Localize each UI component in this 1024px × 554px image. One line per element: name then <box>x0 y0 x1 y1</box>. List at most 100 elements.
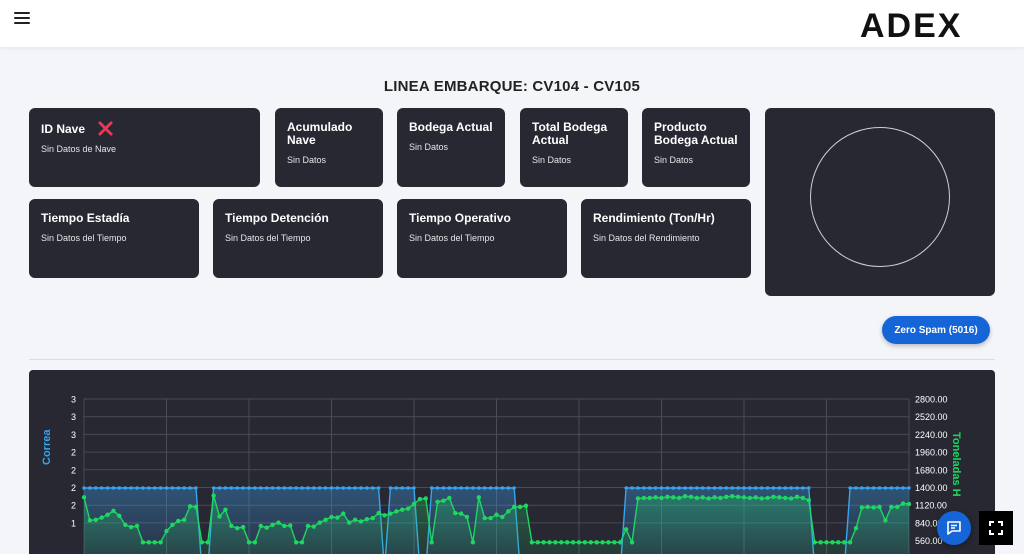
card-subtitle: Sin Datos <box>532 155 572 165</box>
data-point <box>217 514 222 519</box>
hamburger-menu-icon[interactable] <box>14 12 30 26</box>
card-acumulado-nave: Acumulado Nave Sin Datos <box>275 108 383 187</box>
data-point <box>329 486 334 490</box>
data-point <box>830 540 835 545</box>
card-title: Tiempo Detención <box>225 211 329 225</box>
data-point <box>471 486 475 490</box>
right-tick-label: 2520.00 <box>915 412 948 422</box>
data-point <box>270 486 275 490</box>
right-tick-label: 1960.00 <box>915 448 948 458</box>
data-point <box>901 486 905 490</box>
data-point <box>706 496 711 501</box>
left-tick-label: 1 <box>71 518 76 528</box>
data-point <box>282 486 287 490</box>
data-point <box>806 497 812 503</box>
data-point <box>795 486 799 490</box>
gauge-ring <box>810 127 950 267</box>
data-point <box>164 528 169 534</box>
data-point <box>194 486 198 490</box>
data-point <box>235 486 239 490</box>
card-tiempo-detencion: Tiempo Detención Sin Datos del Tiempo <box>213 199 383 278</box>
data-point <box>629 540 635 545</box>
data-point <box>630 486 634 490</box>
data-point <box>293 540 299 545</box>
data-point <box>506 486 510 490</box>
left-tick-label: 3 <box>71 395 76 405</box>
data-point <box>765 486 770 490</box>
data-point <box>253 486 257 490</box>
data-point <box>188 486 192 490</box>
data-point <box>553 540 558 545</box>
data-point <box>117 486 122 490</box>
data-point <box>305 523 311 529</box>
data-point <box>423 496 428 501</box>
data-point <box>241 486 245 490</box>
data-point <box>688 494 694 499</box>
card-title: Producto Bodega Actual <box>654 120 738 147</box>
left-tick-label: 2 <box>71 501 76 511</box>
data-point <box>400 486 404 490</box>
data-point <box>300 486 304 490</box>
data-point <box>429 486 434 490</box>
zero-spam-button[interactable]: Zero Spam (5016) <box>882 316 990 344</box>
data-point <box>712 486 717 490</box>
data-point <box>694 495 700 501</box>
data-point <box>158 486 163 490</box>
data-point <box>671 495 676 500</box>
data-point <box>570 540 576 545</box>
data-point <box>771 486 776 490</box>
data-point <box>276 520 281 525</box>
data-point <box>665 486 670 490</box>
data-point <box>511 504 517 510</box>
data-point <box>453 486 457 490</box>
data-point <box>447 486 452 490</box>
data-point <box>895 504 900 510</box>
data-point <box>794 494 800 499</box>
data-point <box>759 496 764 501</box>
data-point <box>676 495 682 501</box>
data-point <box>187 504 193 509</box>
data-point <box>129 486 133 490</box>
card-bodega-actual: Bodega Actual Sin Datos <box>397 108 505 187</box>
card-rendimiento: Rendimiento (Ton/Hr) Sin Datos del Rendi… <box>581 199 751 278</box>
data-point <box>877 486 882 490</box>
card-id-nave: ID Nave Sin Datos de Nave <box>29 108 260 187</box>
data-point <box>288 486 292 490</box>
data-point <box>141 486 145 490</box>
card-title: ID Nave <box>41 121 248 136</box>
data-point <box>576 540 582 545</box>
card-subtitle: Sin Datos del Tiempo <box>409 233 495 243</box>
data-point <box>695 486 699 490</box>
data-point <box>153 486 157 490</box>
data-point <box>547 540 552 545</box>
data-point <box>447 495 452 501</box>
fullscreen-button[interactable] <box>979 511 1013 545</box>
data-point <box>718 495 723 501</box>
left-tick-label: 2 <box>71 465 76 475</box>
line-chart[interactable]: 333222212800.002520.002240.001960.001680… <box>29 370 995 554</box>
data-point <box>476 495 482 500</box>
data-point <box>388 511 393 516</box>
data-point <box>800 495 806 501</box>
data-point <box>482 515 487 521</box>
data-point <box>199 540 205 545</box>
data-point <box>146 540 152 545</box>
right-tick-label: 1400.00 <box>915 483 948 493</box>
data-point <box>458 511 464 516</box>
data-point <box>94 486 98 490</box>
card-tiempo-estadia: Tiempo Estadía Sin Datos del Tiempo <box>29 199 199 278</box>
data-point <box>111 486 116 490</box>
close-x-icon[interactable] <box>98 121 113 136</box>
data-point <box>176 518 181 524</box>
data-point <box>464 514 470 520</box>
data-point <box>288 523 293 528</box>
data-point <box>724 486 729 490</box>
data-point <box>648 486 652 490</box>
data-point <box>730 494 735 499</box>
chat-button[interactable] <box>937 511 971 545</box>
data-point <box>653 486 658 490</box>
data-point <box>730 486 734 490</box>
data-point <box>771 494 776 499</box>
data-point <box>365 486 369 490</box>
right-tick-label: 840.00 <box>915 518 943 528</box>
